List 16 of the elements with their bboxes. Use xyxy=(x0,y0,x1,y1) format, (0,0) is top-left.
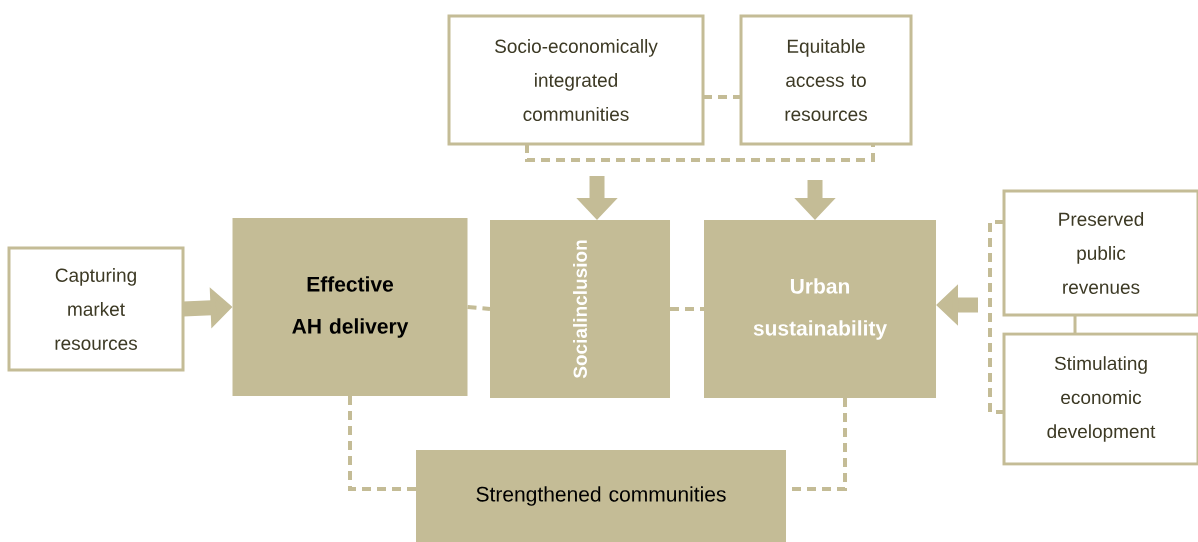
process-box: Effective AH delivery xyxy=(232,218,468,396)
dashed-connector xyxy=(988,220,1004,414)
outcome-box: Equitable access to resources xyxy=(739,14,913,146)
input-box: Stimulating economic development xyxy=(1002,332,1198,466)
process-box: Socialinclusion xyxy=(490,220,670,398)
dashed-connector xyxy=(703,95,741,99)
input-box: Preserved public revenues xyxy=(1002,189,1198,317)
connector xyxy=(1073,315,1077,334)
result-box: Strengthened communities xyxy=(416,450,786,542)
input-box: Capturing market resources xyxy=(7,246,185,372)
process-box: Urban sustainability xyxy=(704,220,936,398)
dashed-connector xyxy=(670,307,704,311)
outcome-box: Socio-economically integrated communities xyxy=(447,14,705,146)
dashed-connector xyxy=(525,144,875,162)
dashed-connector xyxy=(467,305,491,311)
dashed-connector xyxy=(348,396,416,491)
